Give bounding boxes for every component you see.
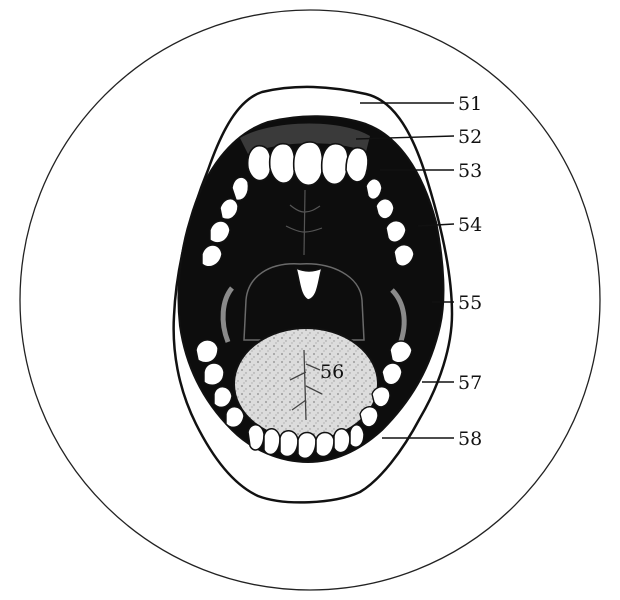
label-57: 57 (458, 372, 482, 394)
label-58: 58 (458, 428, 482, 450)
label-55: 55 (458, 292, 482, 314)
label-52: 52 (458, 126, 482, 148)
label-53: 53 (458, 160, 482, 182)
label-54: 54 (458, 214, 482, 236)
tongue (234, 328, 378, 440)
label-51: 51 (458, 93, 482, 115)
label-56: 56 (320, 361, 344, 383)
